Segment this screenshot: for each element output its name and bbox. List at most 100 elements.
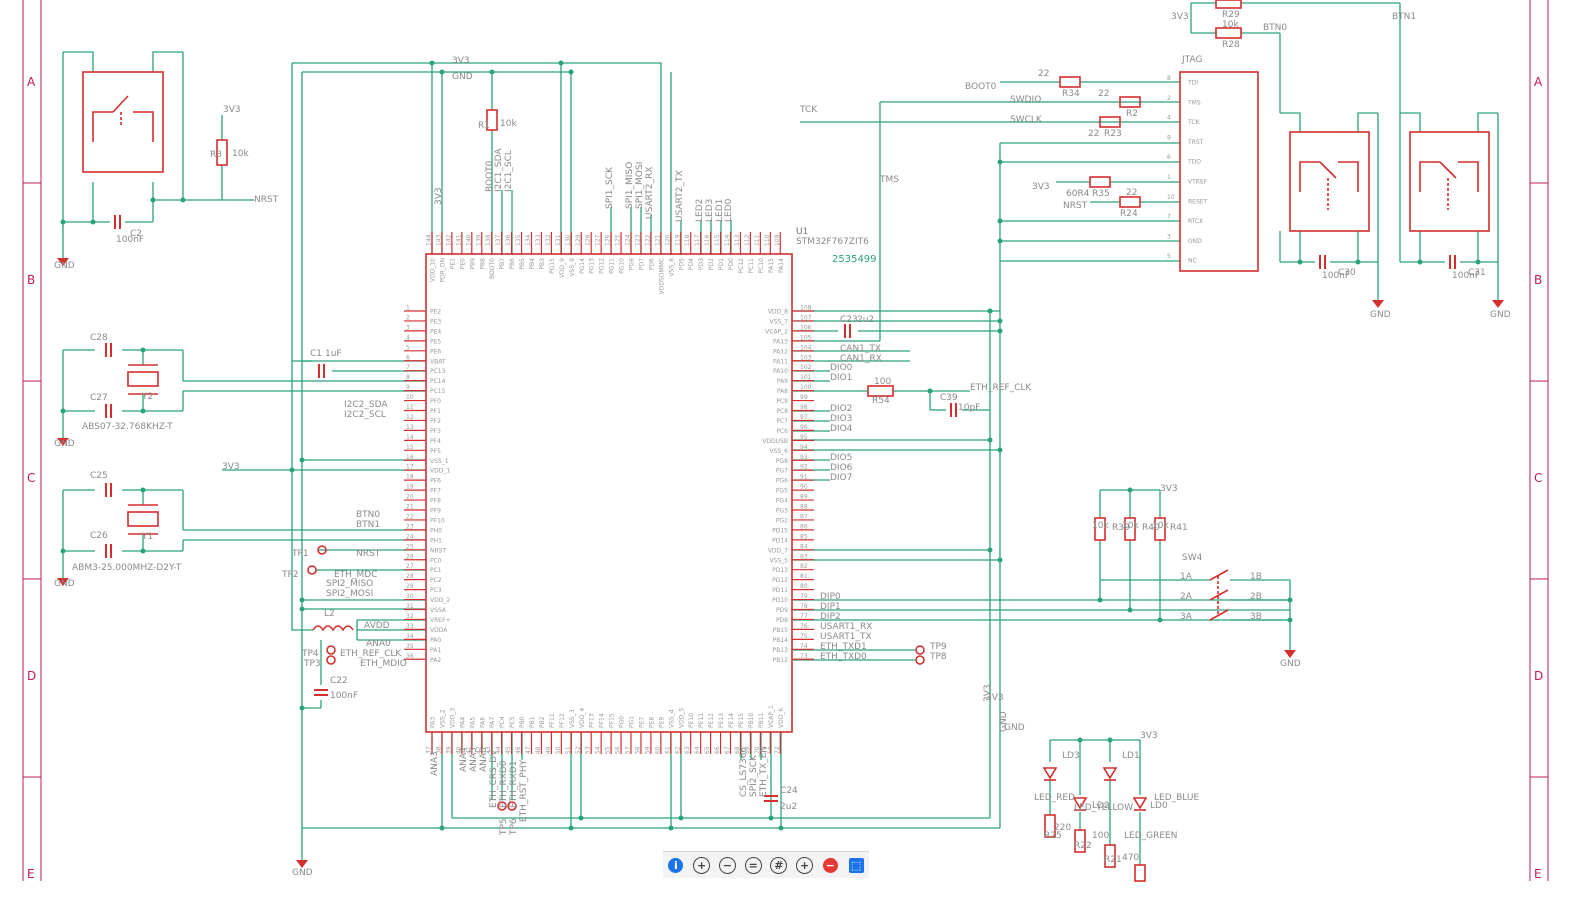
net-label: SPI2_SCK: [749, 754, 759, 797]
net-label: AVDD: [364, 621, 390, 631]
mcu-pin-name: NRST: [430, 547, 446, 554]
mcu-pin-name: BOOT0: [489, 258, 496, 279]
net-label: DIO7: [830, 473, 852, 483]
mcu-pin-number: 26: [406, 553, 414, 560]
mcu-pin-number: 18: [406, 474, 414, 481]
net-label: L2: [324, 609, 335, 619]
net-label: TMS: [879, 175, 899, 185]
net-label: USART2_TX: [675, 170, 685, 222]
mcu-pin-name: VSS_6: [769, 448, 788, 455]
mcu-pin-number: 38: [435, 746, 442, 754]
mcu-pin-number: 47: [525, 746, 532, 754]
mcu-pin-number: 53: [585, 746, 592, 754]
crosshair-button[interactable]: +: [795, 855, 815, 875]
zoom-out-button[interactable]: −: [717, 855, 737, 875]
mcu-pin-name: PE7: [638, 717, 645, 728]
net-label: TP1: [291, 549, 309, 559]
mcu-pin-number: 120: [664, 234, 671, 246]
net-label: ETH_CRS_DV: [489, 749, 499, 808]
mcu-pin-name: VBAT: [430, 358, 446, 365]
jtag-pin-name: TDI: [1187, 80, 1198, 87]
zoom-in-button[interactable]: +: [692, 855, 712, 875]
mcu-pin-number: 29: [406, 583, 414, 590]
info-button[interactable]: i: [666, 855, 686, 875]
net-label: 2u2: [780, 802, 797, 812]
mcu-pin-number: 100: [800, 384, 812, 391]
net-label: LED0: [724, 198, 734, 222]
mcu-pin-name: PD7: [638, 258, 645, 270]
mcu-pin-name: PB6: [509, 258, 516, 270]
zoom-fit-button[interactable]: =: [743, 855, 763, 875]
mcu-pin-name: PF3: [430, 428, 441, 435]
info-icon: i: [668, 857, 684, 873]
net-label: 3V3: [1032, 182, 1050, 192]
mcu-pin-number: 99: [800, 394, 808, 401]
mcu-pin-number: 4: [406, 334, 410, 341]
mcu-pin-name: PD12: [772, 577, 788, 584]
mcu-pin-number: 44: [495, 746, 502, 754]
net-label: GND: [999, 711, 1009, 732]
net-label: DIP2: [820, 612, 841, 622]
mcu-pin-number: 76: [800, 623, 808, 630]
net-label: BTN0: [1263, 23, 1287, 33]
net-label: R23: [1104, 129, 1122, 139]
frame-row-letter: D: [1534, 669, 1543, 683]
net-label: 2B: [1250, 592, 1262, 602]
mcu-pin-number: 110: [764, 234, 771, 246]
stop-button[interactable]: −: [820, 855, 840, 875]
mcu-pin-number: 122: [644, 234, 651, 246]
mcu-pin-number: 11: [406, 404, 414, 411]
mcu-pin-name: PD5: [678, 258, 685, 270]
mcu-pin-name: PF6: [430, 478, 441, 485]
mcu-pin-name: PD13: [772, 567, 788, 574]
mcu-pin-number: 79: [800, 593, 808, 600]
jtag-pin-number: 8: [1167, 75, 1171, 82]
net-label: 10k: [1122, 521, 1139, 531]
mcu-pin-name: PH1: [430, 537, 442, 544]
jtag-pin-number: 10: [1167, 194, 1175, 201]
mcu-pin-number: 25: [406, 543, 414, 550]
mcu-pin-name: PA7: [489, 717, 496, 728]
mcu-pin-number: 30: [406, 593, 414, 600]
mcu-pin-name: PC8: [776, 408, 788, 415]
mcu-pin-name: PB5: [519, 258, 526, 270]
net-label: R28: [1222, 40, 1240, 50]
mcu-pin-number: 125: [615, 234, 622, 246]
mcu-pin-number: 115: [714, 234, 721, 246]
net-label: LED_GREEN: [1124, 831, 1177, 841]
mcu-pin-number: 116: [704, 234, 711, 246]
mcu-pin-name: PA3: [430, 717, 437, 728]
mcu-pin-name: PD1: [718, 258, 725, 270]
mcu-pin-number: 43: [485, 746, 492, 754]
mcu-pin-number: 1: [406, 305, 410, 312]
grid-button[interactable]: #: [769, 855, 789, 875]
mcu-pin-name: PF12: [559, 713, 566, 728]
net-label: 3V3: [983, 684, 993, 702]
zoom-out-icon: −: [718, 856, 736, 874]
mcu-pin-name: VSS_3: [569, 709, 576, 728]
mcu-pin-number: 133: [535, 234, 542, 246]
mcu-pin-number: 84: [800, 543, 808, 550]
mcu-pins: 1PE22PE33PE44PE55PE66VBAT7PC138PC149PC15…: [404, 232, 814, 754]
mcu-pin-number: 15: [406, 444, 414, 451]
select-button[interactable]: ⬚: [846, 855, 866, 875]
mcu-pin-number: 41: [465, 746, 472, 754]
net-label: LD3: [1062, 751, 1080, 761]
mcu-pin-number: 90: [800, 484, 808, 491]
mcu-part-number: STM32F767ZIT6: [796, 237, 869, 247]
net-label: SPI1_MISO: [625, 162, 635, 209]
jtag-pin-name: GND: [1188, 238, 1202, 245]
net-label: LD2: [1092, 801, 1110, 811]
frame-row-letter: B: [27, 273, 35, 287]
net-label: USART1_TX: [820, 632, 872, 642]
mcu-pin-number: 106: [800, 324, 812, 331]
net-label: NRST: [356, 549, 381, 559]
jtag-pin-number: 6: [1167, 154, 1171, 161]
mcu-pin-number: 83: [800, 553, 808, 560]
net-label: 470: [1122, 853, 1139, 863]
mcu-pin-number: 132: [545, 234, 552, 246]
mcu-pin-number: 20: [406, 494, 414, 501]
mcu-pin-number: 3: [406, 324, 410, 331]
net-label: 1A: [1180, 572, 1193, 582]
